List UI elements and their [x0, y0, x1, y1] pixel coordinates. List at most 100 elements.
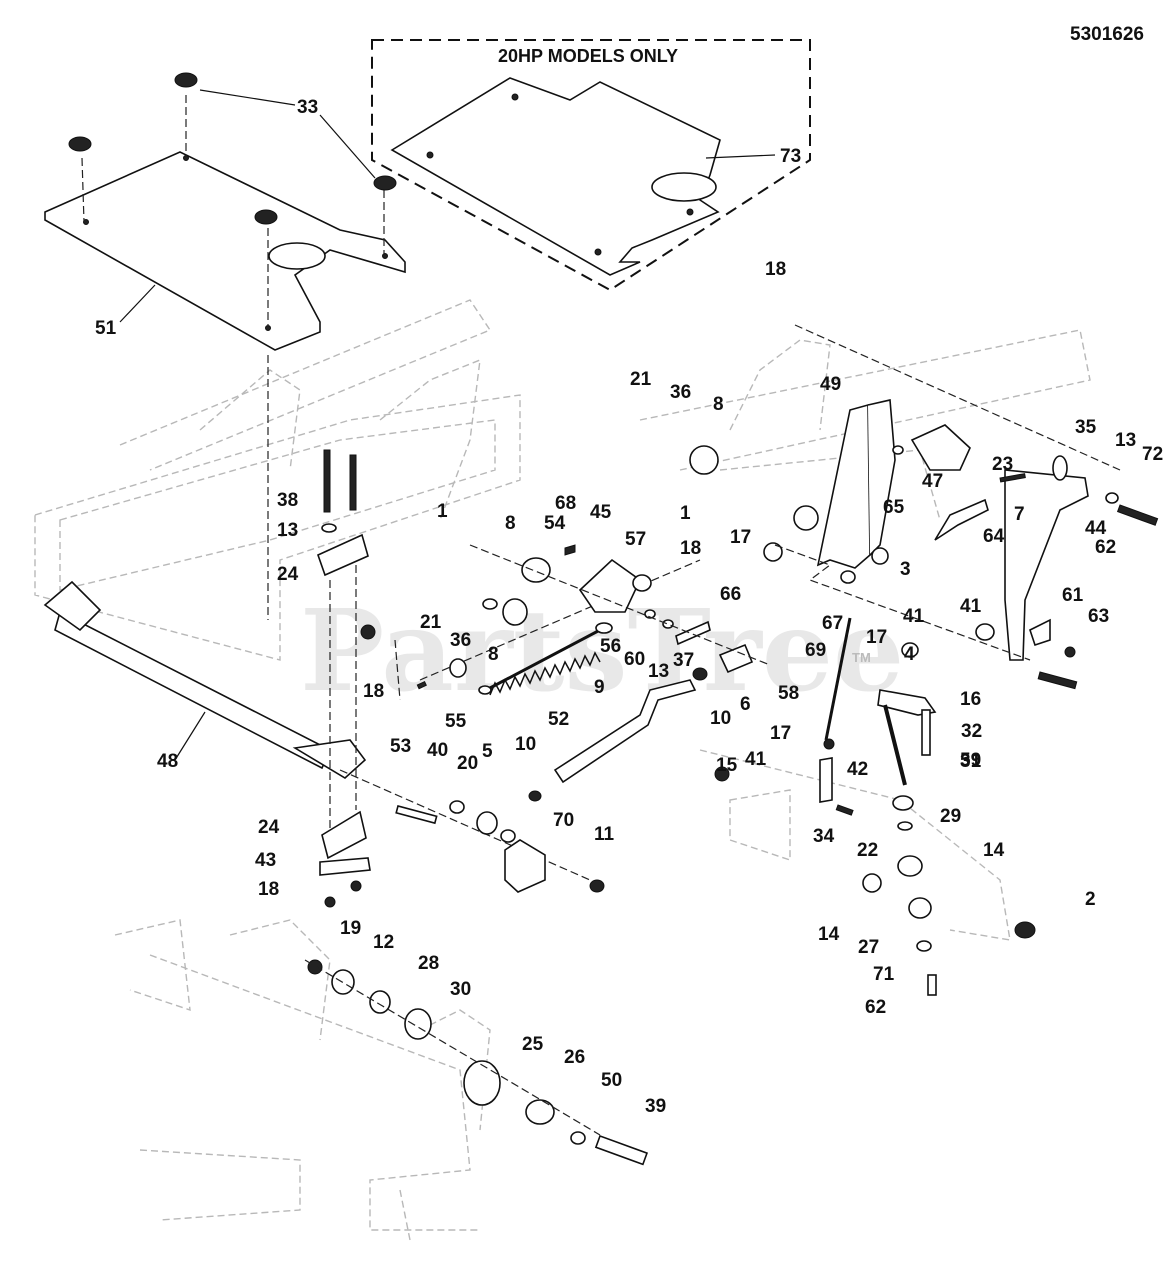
callout-39: 39 — [645, 1096, 666, 1117]
callout-20: 20 — [457, 753, 478, 774]
callout-47: 47 — [922, 471, 943, 492]
callout-32: 32 — [961, 721, 982, 742]
callout-4: 4 — [904, 644, 915, 665]
right-assembly — [689, 324, 1159, 690]
cover-plate-51 — [44, 72, 406, 620]
callout-40: 40 — [427, 740, 448, 761]
callout-62b: 62 — [865, 997, 886, 1018]
callout-13b: 13 — [648, 661, 669, 682]
callout-41c: 41 — [745, 749, 767, 770]
callout-1b: 1 — [437, 501, 448, 522]
callout-67: 67 — [822, 613, 843, 634]
callout-72: 72 — [1142, 444, 1163, 465]
callout-12: 12 — [373, 932, 394, 953]
callout-6: 6 — [740, 694, 751, 715]
callout-29: 29 — [940, 806, 961, 827]
callout-1: 1 — [680, 503, 691, 524]
rod-52 — [553, 667, 708, 784]
callout-11: 11 — [594, 824, 615, 845]
callout-17: 17 — [730, 527, 751, 548]
callout-70: 70 — [553, 810, 574, 831]
clamp-assembly — [317, 449, 376, 908]
callout-64: 64 — [983, 526, 1005, 547]
callout-33: 33 — [297, 97, 318, 118]
bracket-45 — [469, 544, 771, 674]
callout-17c: 17 — [770, 723, 791, 744]
diagram-number: 5301626 — [1070, 24, 1144, 45]
callout-31: 31 — [960, 751, 982, 772]
callout-10: 10 — [710, 708, 731, 729]
callout-8b: 8 — [505, 513, 516, 534]
callout-35: 35 — [1075, 417, 1097, 438]
callout-9: 9 — [594, 677, 605, 698]
bracket-lower — [395, 790, 605, 893]
callout-22: 22 — [857, 840, 878, 861]
callout-55: 55 — [445, 711, 467, 732]
callout-13c: 13 — [277, 520, 298, 541]
callout-14: 14 — [983, 840, 1005, 861]
callout-59: 59 — [960, 750, 981, 771]
callout-36: 36 — [670, 382, 691, 403]
callout-65: 65 — [883, 497, 905, 518]
callout-13: 13 — [1115, 430, 1136, 451]
callout-36b: 36 — [450, 630, 471, 651]
bottom-stack — [304, 959, 649, 1166]
callout-17b: 17 — [866, 627, 887, 648]
callout-44: 44 — [1085, 518, 1107, 539]
callout-25: 25 — [522, 1034, 544, 1055]
lever-32 — [862, 642, 1036, 996]
callout-18d: 18 — [258, 879, 279, 900]
callout-3: 3 — [900, 559, 911, 580]
callout-14b: 14 — [818, 924, 840, 945]
callout-73: 73 — [780, 146, 801, 167]
callout-28: 28 — [418, 953, 439, 974]
callout-61: 61 — [1062, 585, 1084, 606]
callout-41b: 41 — [903, 606, 925, 627]
callout-21: 21 — [630, 369, 652, 390]
callout-37: 37 — [673, 650, 694, 671]
callout-45: 45 — [590, 502, 612, 523]
callout-56: 56 — [600, 636, 621, 657]
callout-63: 63 — [1088, 606, 1109, 627]
callout-48: 48 — [157, 751, 178, 772]
callout-26: 26 — [564, 1047, 585, 1068]
callout-2: 2 — [1085, 889, 1096, 910]
callout-71: 71 — [873, 964, 895, 985]
box-label: 20HP MODELS ONLY — [498, 46, 678, 66]
callout-69: 69 — [805, 640, 826, 661]
callout-16: 16 — [960, 689, 981, 710]
callout-68: 68 — [555, 493, 576, 514]
spring-linkage — [394, 559, 701, 701]
knob-icon — [68, 72, 397, 225]
callout-8: 8 — [713, 394, 724, 415]
callout-15: 15 — [716, 755, 738, 776]
callout-43: 43 — [255, 850, 276, 871]
callout-42: 42 — [847, 759, 868, 780]
callout-30: 30 — [450, 979, 471, 1000]
callout-54: 54 — [544, 513, 566, 534]
callout-23: 23 — [992, 454, 1013, 475]
shaft-48 — [43, 580, 591, 881]
callout-7: 7 — [1014, 504, 1025, 525]
callout-51: 51 — [95, 318, 117, 339]
callout-50: 50 — [601, 1070, 622, 1091]
callout-10b: 10 — [515, 734, 536, 755]
watermark-tm: TM — [852, 650, 871, 665]
leader-lines — [119, 89, 776, 761]
callout-24: 24 — [277, 564, 299, 585]
callout-41: 41 — [960, 596, 982, 617]
callout-5: 5 — [482, 741, 493, 762]
rod-58 — [714, 617, 854, 816]
callouts: 33 51 73 18 21 36 8 49 23 35 13 72 47 65… — [95, 97, 1163, 1117]
callout-19: 19 — [340, 918, 361, 939]
callout-52: 52 — [548, 709, 569, 730]
plate-73 — [390, 77, 721, 276]
callout-49: 49 — [820, 374, 841, 395]
callout-18b: 18 — [680, 538, 701, 559]
callout-24b: 24 — [258, 817, 280, 838]
callout-53: 53 — [390, 736, 411, 757]
callout-62: 62 — [1095, 537, 1116, 558]
callout-8c: 8 — [488, 644, 499, 665]
callout-38: 38 — [277, 490, 298, 511]
